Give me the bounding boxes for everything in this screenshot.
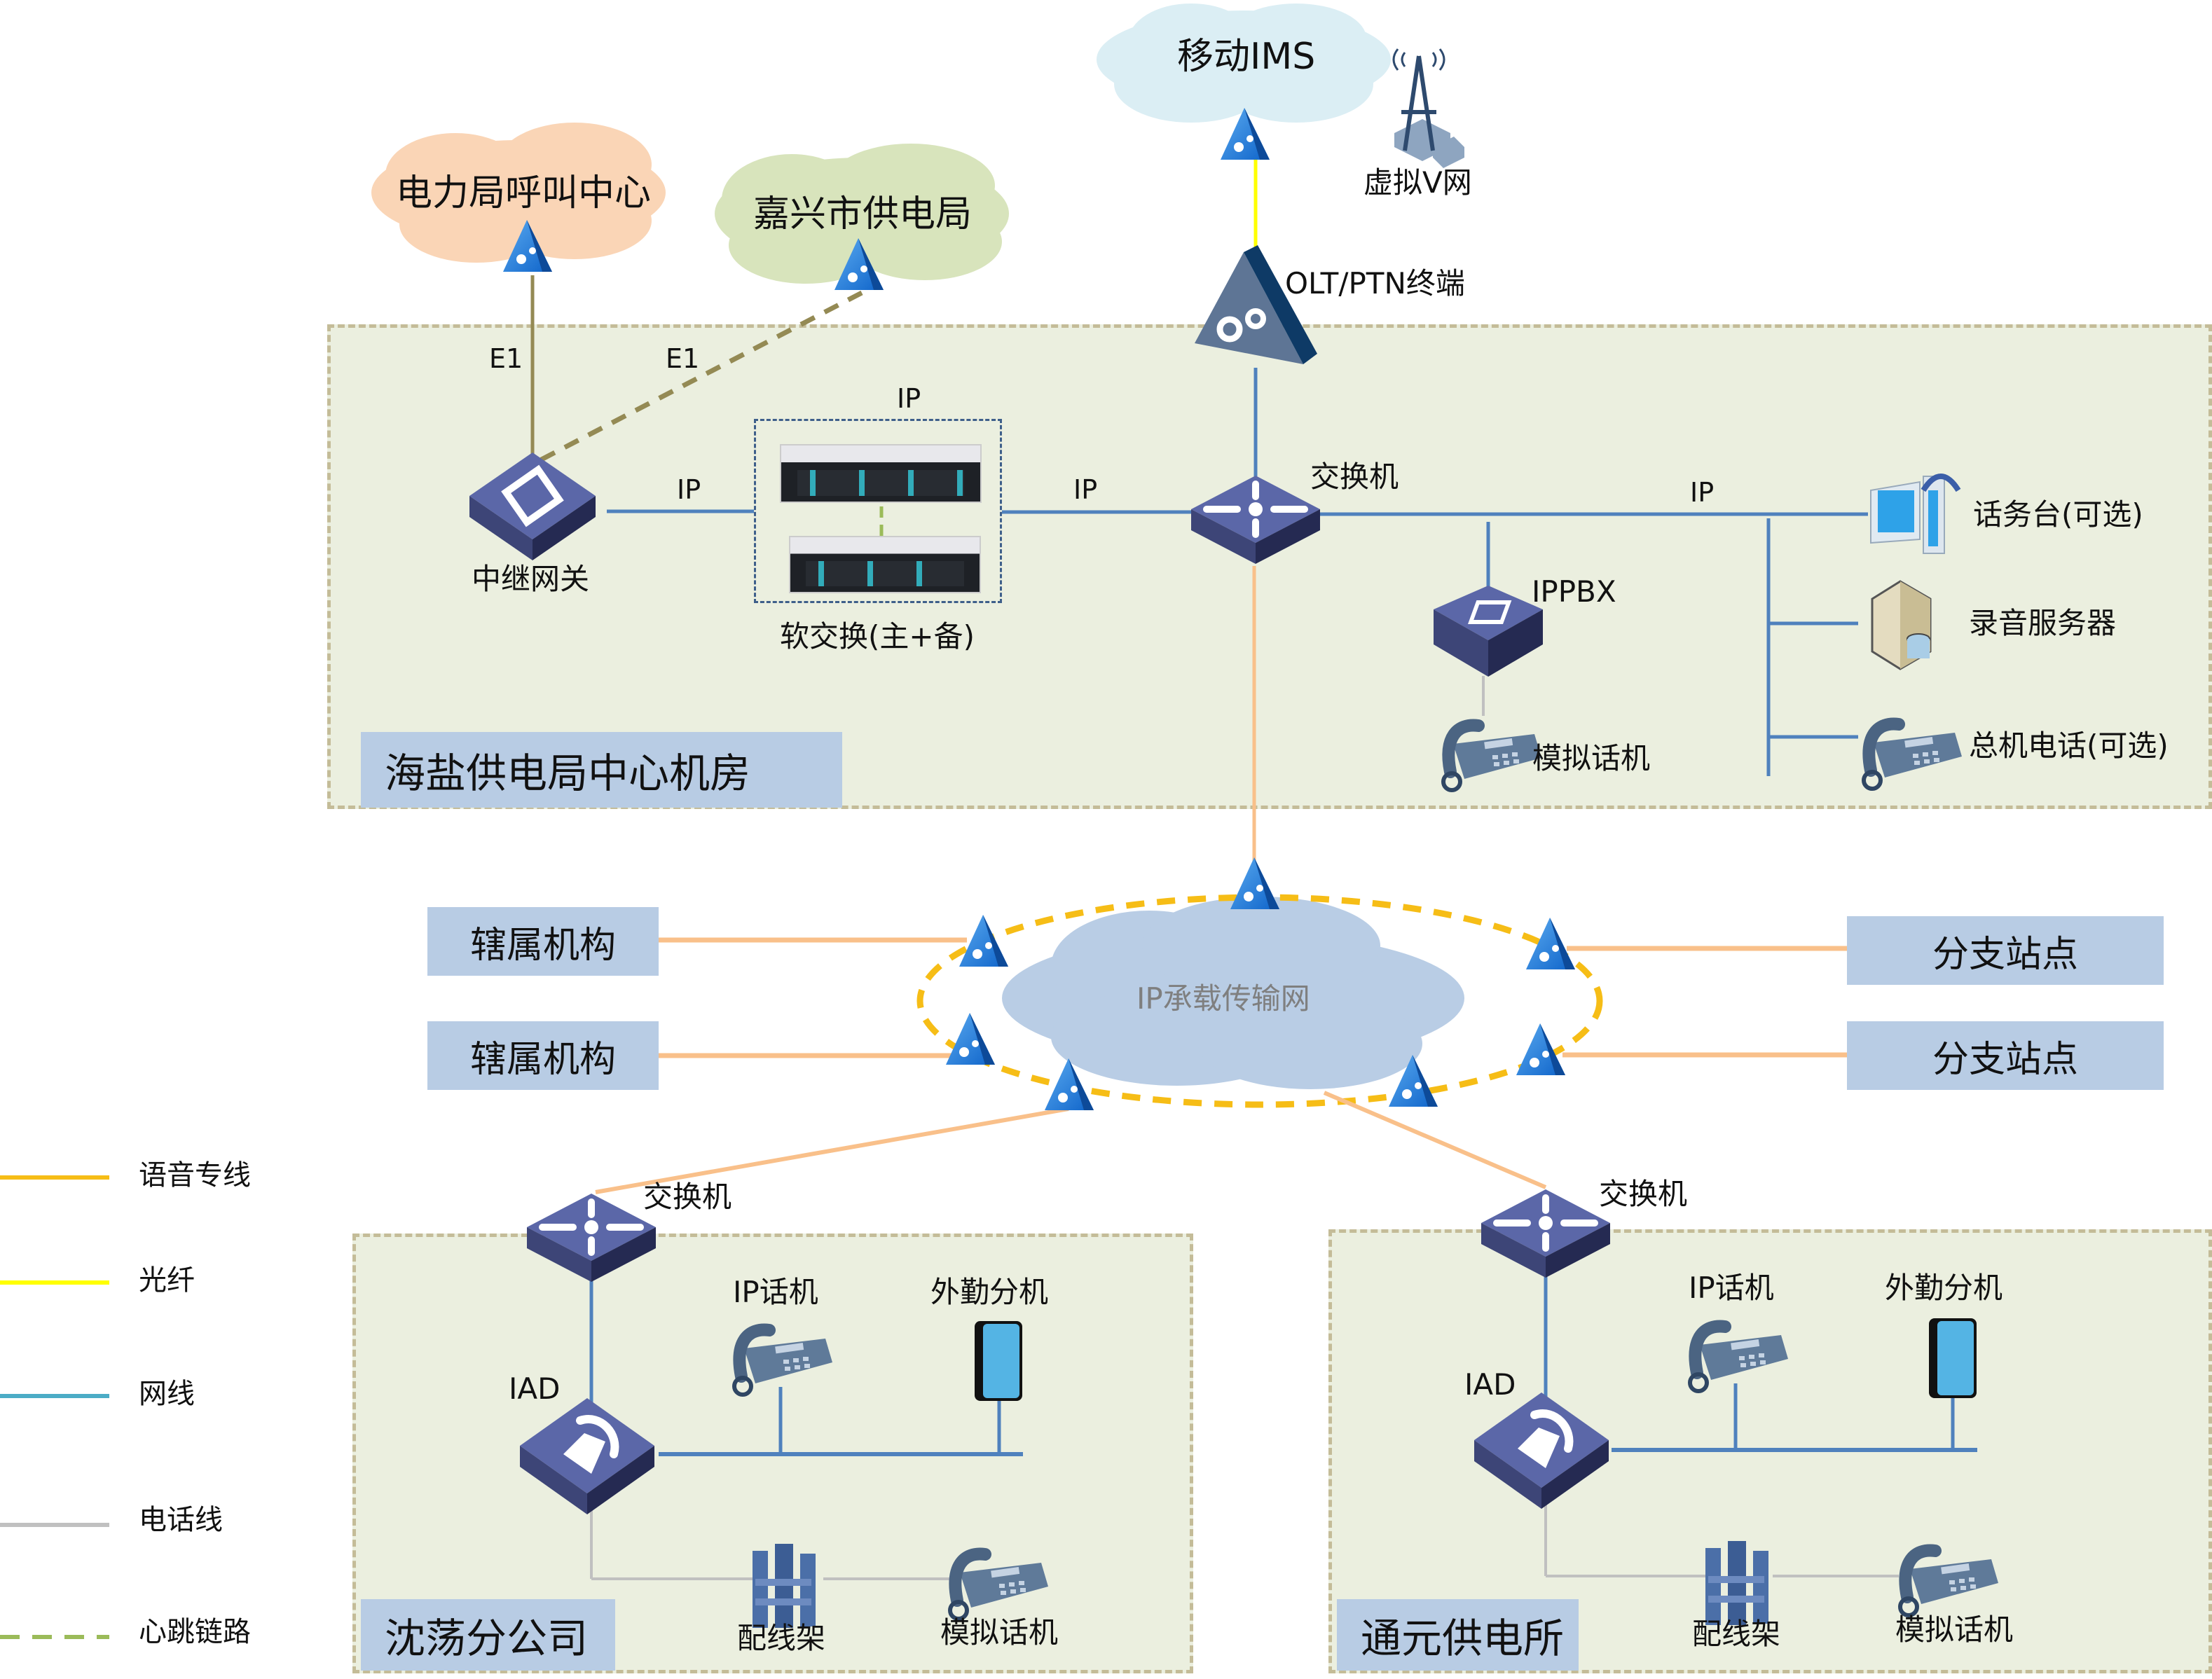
branch-left-title: 沈荡分公司 — [361, 1599, 615, 1671]
softswitch-group — [754, 419, 1002, 603]
cloud-label-mobile-ims: 移动IMS — [1177, 36, 1316, 78]
label-operator-phone: 总机电话(可选) — [1969, 728, 2169, 763]
branch-right-patch-label: 配线架 — [1692, 1617, 1781, 1651]
trunk-gateway-icon — [469, 452, 596, 560]
tower-icon — [1392, 48, 1464, 168]
cloud-call-center — [371, 123, 666, 263]
voice-link-shendang — [595, 1107, 1069, 1194]
legend-line-fiber — [0, 1280, 109, 1285]
branch-site-node-2: 分支站点 — [1847, 1021, 2164, 1090]
branch-right-patch-panel-icon — [1705, 1541, 1768, 1625]
cloud-ip-network — [1002, 897, 1464, 1089]
label-ippbx: IPPBX — [1532, 574, 1616, 609]
cloud-label-jiaxing: 嘉兴市供电局 — [753, 193, 973, 235]
label-recording-server: 录音服务器 — [1969, 606, 2117, 640]
core-switch-icon — [1191, 476, 1320, 564]
label-softswitch: 软交换(主+备) — [780, 619, 975, 654]
link-label-ip-right: IP — [1690, 477, 1715, 508]
recording-server-icon — [1871, 580, 1932, 670]
olt-ptn-icon — [1195, 245, 1317, 364]
ip-phone-icon-right — [1690, 1327, 1788, 1391]
label-trunk-gateway: 中继网关 — [472, 562, 590, 596]
branch-left-switch-icon — [527, 1194, 656, 1282]
branch-left-iad-icon — [520, 1398, 654, 1514]
branch-right-switch-label: 交换机 — [1599, 1177, 1688, 1211]
branch-right-switch-icon — [1481, 1189, 1610, 1278]
branch-left-mobile-label: 外勤分机 — [930, 1275, 1049, 1309]
cloud-mobile-ims — [1097, 4, 1391, 123]
analog-phone-icon-left — [950, 1554, 1048, 1619]
legend-label-fiber: 光纤 — [139, 1264, 195, 1297]
branch-site-node-1: 分支站点 — [1847, 916, 2164, 985]
link-label-ip-gw: IP — [677, 474, 701, 505]
branch-left-patch-panel-icon — [753, 1544, 816, 1628]
softswitch-server-backup — [789, 536, 981, 593]
link-label-ip-top: IP — [897, 383, 921, 414]
router-icon-ring-r1 — [1526, 918, 1575, 969]
legend-line-heartbeat — [0, 1635, 109, 1639]
router-icon-ring-top — [1230, 857, 1279, 909]
label-console: 话务台(可选) — [1973, 497, 2143, 532]
link-label-e1-b: E1 — [666, 343, 700, 374]
legend: 语音专线 光纤 网线 电话线 心跳链路 — [0, 1149, 336, 1653]
legend-label-lan: 网线 — [139, 1378, 195, 1410]
operator-phone-icon — [1864, 724, 1962, 789]
branch-right-mobile-label: 外勤分机 — [1885, 1271, 2003, 1305]
legend-label-voice: 语音专线 — [139, 1159, 251, 1191]
branch-left-mobile-icon — [975, 1321, 1022, 1401]
label-olt-ptn: OLT/PTN终端 — [1285, 266, 1465, 300]
console-pc-icon — [1870, 474, 1961, 554]
branch-left-switch-label: 交换机 — [643, 1180, 732, 1214]
cloud-jiaxing — [715, 144, 1009, 284]
voice-link-tongyuan — [1323, 1091, 1547, 1189]
label-analog-phone-main: 模拟话机 — [1532, 741, 1651, 775]
e1-link-jiaxing — [535, 290, 863, 465]
cloud-label-call-center: 电力局呼叫中心 — [396, 172, 652, 214]
branch-left-analog-label: 模拟话机 — [940, 1615, 1059, 1650]
label-virtual-v-net: 虚拟V网 — [1363, 165, 1472, 200]
analog-phone-icon-right — [1900, 1551, 1998, 1615]
branch-right-analog-label: 模拟话机 — [1895, 1612, 2014, 1647]
branch-right-mobile-icon — [1929, 1318, 1977, 1398]
branch-left-ipphone-label: IP话机 — [733, 1275, 818, 1309]
legend-line-voice — [0, 1175, 109, 1180]
branch-right-iad-icon — [1474, 1393, 1609, 1509]
sub-org-node-1: 辖属机构 — [427, 907, 659, 976]
legend-line-lan — [0, 1394, 109, 1398]
main-zone-title: 海盐供电局中心机房 — [361, 732, 842, 808]
analog-phone-icon-main — [1443, 726, 1541, 790]
softswitch-server-primary — [780, 444, 982, 503]
sub-org-node-2: 辖属机构 — [427, 1021, 659, 1090]
branch-left-patch-label: 配线架 — [737, 1621, 826, 1655]
label-core-switch: 交换机 — [1310, 460, 1399, 494]
branch-right-iad-label: IAD — [1464, 1367, 1516, 1402]
branch-right-title: 通元供电所 — [1337, 1599, 1579, 1671]
legend-label-heartbeat: 心跳链路 — [139, 1616, 251, 1648]
cloud-label-ip-network: IP承载传输网 — [1136, 981, 1310, 1016]
ippbx-icon — [1434, 586, 1543, 677]
branch-left-iad-label: IAD — [509, 1371, 561, 1406]
router-icon-ring-l2 — [946, 1013, 995, 1065]
legend-line-phone — [0, 1523, 109, 1527]
link-label-ip-switch: IP — [1073, 474, 1098, 505]
link-label-e1-a: E1 — [489, 343, 523, 374]
legend-label-phone: 电话线 — [139, 1504, 223, 1536]
branch-right-ipphone-label: IP话机 — [1689, 1271, 1774, 1305]
ip-phone-icon-left — [734, 1330, 832, 1395]
